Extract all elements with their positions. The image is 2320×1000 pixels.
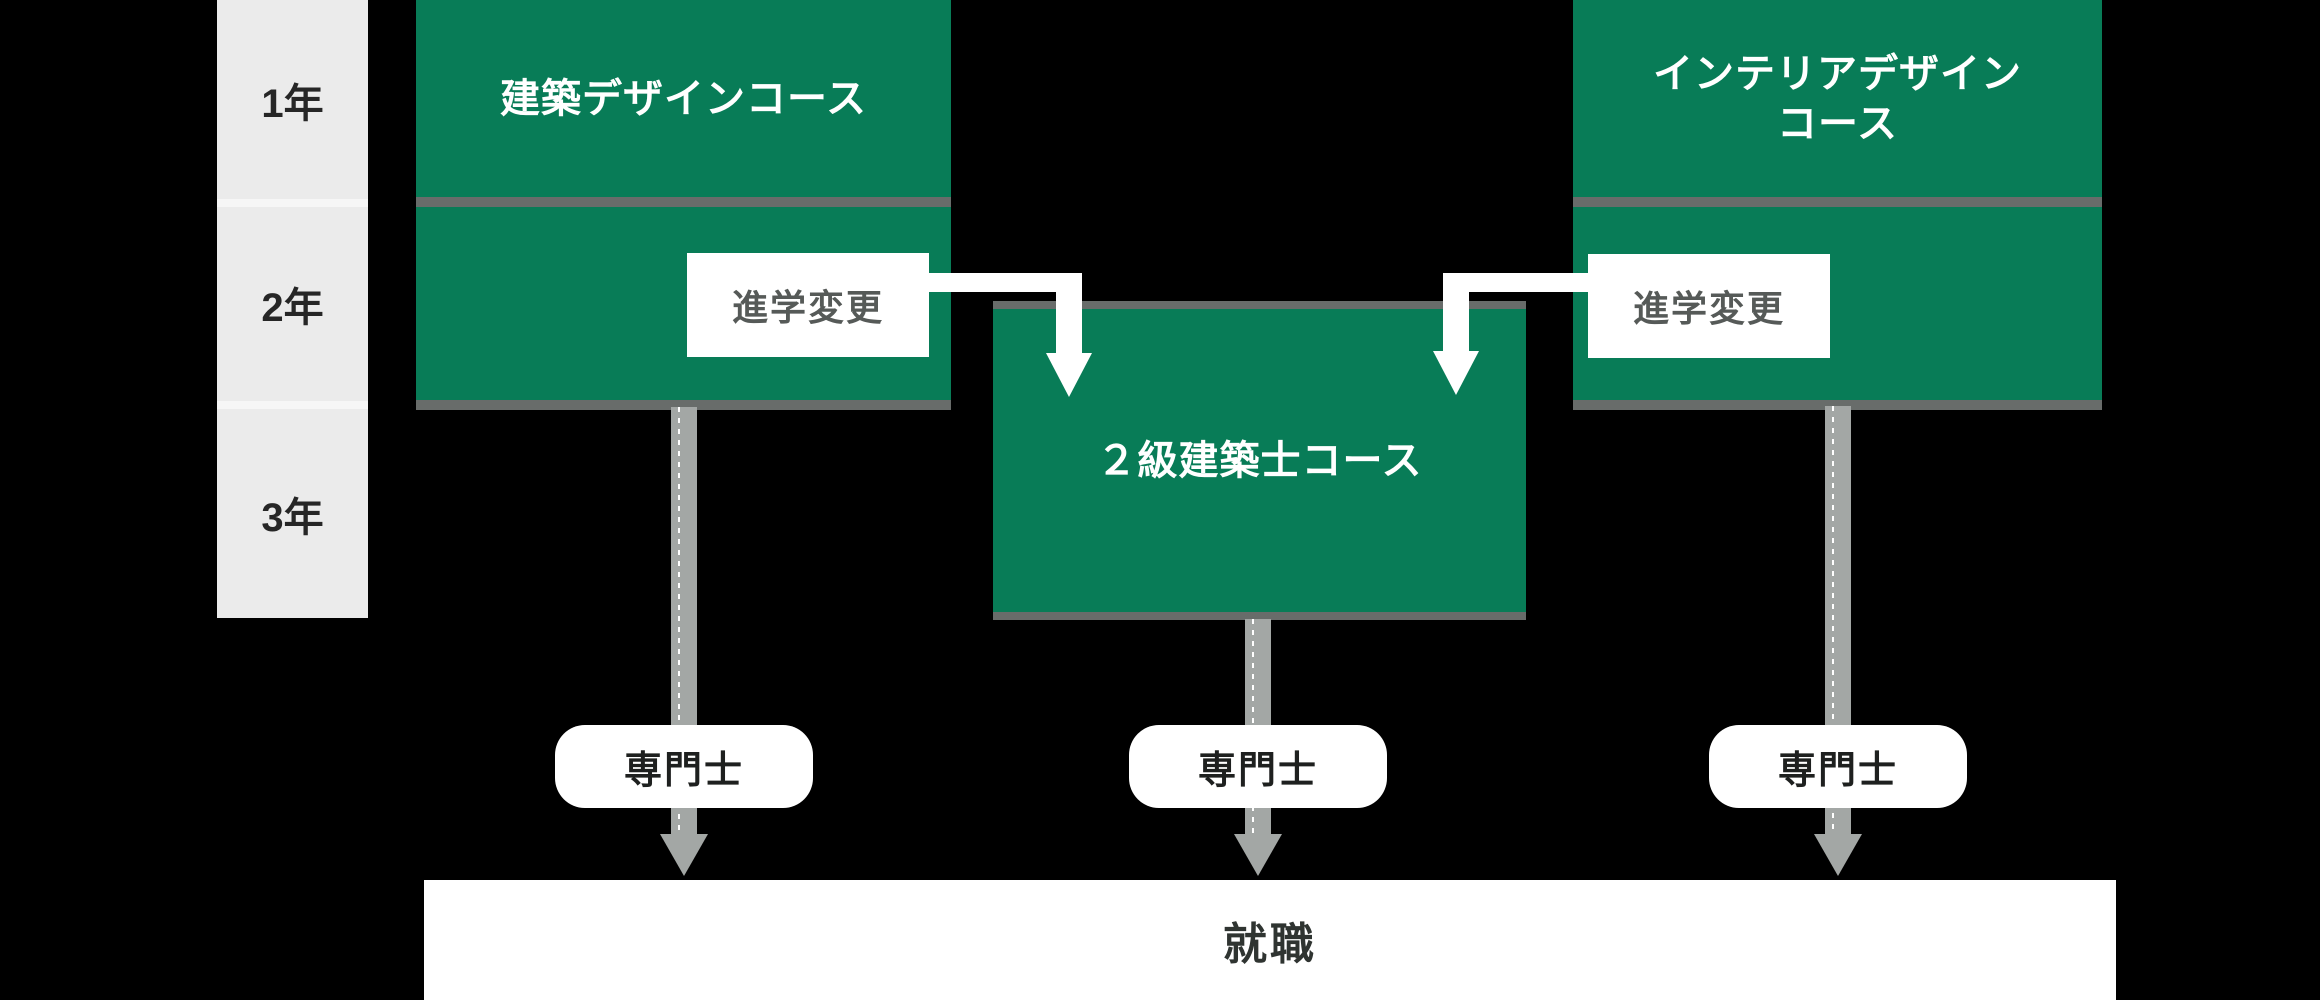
course-title-architecture-design: 建築デザインコース: [416, 0, 951, 197]
course-title-interior-design: インテリアデザイン コース: [1573, 0, 2102, 197]
transfer-arrowhead-left-icon: [1046, 353, 1092, 397]
transfer-arrow-left-horizontal: [925, 273, 1082, 292]
transfer-label-right-text: 進学変更: [1632, 288, 1785, 329]
transfer-label-right: 進学変更: [1588, 254, 1830, 358]
credential-badge-right: 専門士: [1709, 725, 1967, 808]
year-3-label: 3年: [261, 495, 324, 540]
course-title-architecture-design-text: 建築デザインコース: [500, 76, 867, 121]
connector-arrowhead-center-icon: [1234, 834, 1282, 876]
employment-bar: 就職: [424, 880, 2116, 1000]
year-1-label: 1年: [261, 81, 324, 126]
connector-arrowhead-right-icon: [1814, 834, 1862, 876]
course-title-interior-line1: インテリアデザイン: [1653, 51, 2022, 96]
year-divider-left: [416, 197, 951, 207]
transfer-arrow-left-vertical: [1056, 273, 1082, 355]
credential-badge-right-text: 専門士: [1777, 750, 1898, 792]
course-box-interior-design: インテリアデザイン コース: [1573, 0, 2102, 410]
transfer-arrow-right-horizontal: [1443, 273, 1593, 292]
timeline-sidebar: 1年 2年 3年: [217, 0, 368, 618]
course-box-architecture-design: 建築デザインコース: [416, 0, 951, 410]
course-title-interior-line2: コース: [1777, 101, 1898, 146]
transfer-arrowhead-right-icon: [1433, 351, 1479, 395]
credential-badge-left-text: 専門士: [623, 750, 744, 792]
year-divider-right: [1573, 197, 2102, 207]
credential-badge-left: 専門士: [555, 725, 813, 808]
employment-bar-text: 就職: [1223, 920, 1317, 969]
transfer-label-left: 進学変更: [687, 253, 929, 357]
connector-arrowhead-left-icon: [660, 834, 708, 876]
transfer-label-left-text: 進学変更: [731, 287, 884, 328]
credential-badge-center-text: 専門士: [1197, 750, 1318, 792]
credential-badge-center: 専門士: [1129, 725, 1387, 808]
timeline-year-3: 3年: [217, 409, 368, 618]
timeline-year-2: 2年: [217, 207, 368, 401]
timeline-year-1: 1年: [217, 0, 368, 199]
course-title-second-class-architect-text: ２級建築士コース: [1096, 438, 1423, 483]
transfer-arrow-right-vertical: [1443, 273, 1469, 353]
year-2-label: 2年: [261, 286, 324, 330]
course-title-second-class-architect: ２級建築士コース: [993, 309, 1526, 612]
